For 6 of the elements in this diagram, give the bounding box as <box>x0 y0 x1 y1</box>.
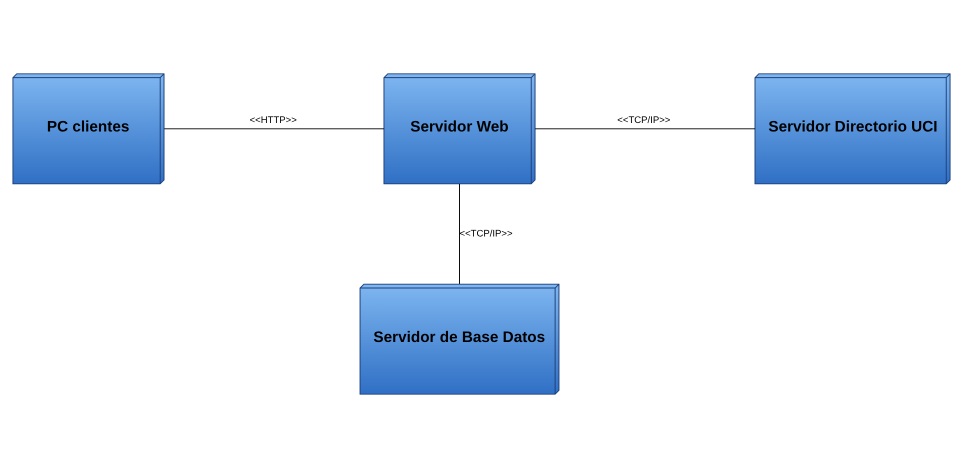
connector <box>534 128 756 130</box>
edge-label: <<TCP/IP>> <box>617 115 670 126</box>
edge-label: <<HTTP>> <box>250 115 297 126</box>
edge-label: <<TCP/IP>> <box>460 228 513 240</box>
connector <box>459 184 460 284</box>
connector <box>164 128 384 130</box>
